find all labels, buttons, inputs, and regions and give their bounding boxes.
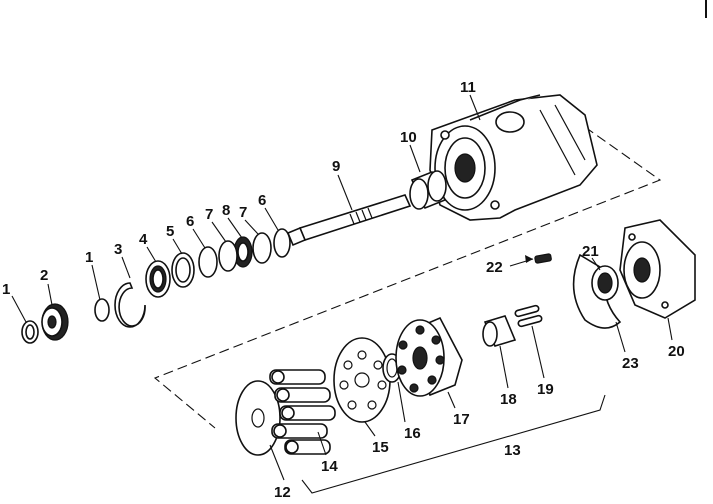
part-2-gear — [41, 303, 69, 341]
part-19-pins — [514, 304, 543, 328]
callout-19: 19 — [537, 381, 554, 398]
callout-23: 23 — [622, 355, 639, 372]
callout-20: 20 — [668, 343, 685, 360]
part-22-key — [534, 253, 552, 264]
callout-7b: 7 — [239, 204, 247, 221]
assembly-group-outline — [153, 126, 662, 429]
callout-2: 2 — [40, 267, 48, 284]
callout-13: 13 — [504, 442, 521, 459]
part-9-shaft — [286, 194, 412, 247]
page-edge-mark — [705, 0, 707, 18]
callout-5: 5 — [166, 223, 174, 240]
part-14-pistons — [269, 369, 336, 455]
leader-lines — [11, 94, 673, 494]
callout-4: 4 — [139, 231, 148, 248]
callout-11: 11 — [460, 79, 476, 96]
part-5-ring-inner — [175, 257, 191, 283]
part-1-retaining-ring-a-inner — [25, 324, 35, 340]
part-ring-stack — [198, 228, 291, 278]
callout-1b: 1 — [85, 249, 93, 266]
arrowhead-22 — [525, 255, 533, 263]
part-10-bushing — [409, 170, 447, 210]
part-17-cylinder-block — [395, 316, 463, 397]
callout-21: 21 — [582, 243, 599, 260]
callout-18: 18 — [500, 391, 517, 408]
part-4-bearing — [145, 260, 171, 298]
callout-8: 8 — [222, 202, 230, 219]
callout-3: 3 — [114, 241, 122, 258]
part-21-bearing — [591, 265, 619, 301]
callout-7a: 7 — [205, 206, 213, 223]
part-15-retainer-plate — [333, 337, 391, 423]
callout-12: 12 — [274, 484, 291, 501]
part-11-housing — [429, 94, 598, 221]
part-18-bushing — [482, 315, 517, 347]
callout-1a: 1 — [2, 281, 10, 298]
callout-14: 14 — [321, 458, 338, 475]
callout-6b: 6 — [258, 192, 266, 209]
part-12-thrust-plate-hole — [251, 408, 265, 428]
callout-16: 16 — [404, 425, 421, 442]
part-3-snap-ring — [114, 282, 146, 328]
callout-17: 17 — [453, 411, 470, 428]
part-1-retaining-ring-b — [94, 298, 110, 322]
callout-22: 22 — [486, 259, 503, 276]
callout-6a: 6 — [186, 213, 194, 230]
callout-9: 9 — [332, 158, 340, 175]
part-20-end-cover — [619, 219, 696, 319]
callout-10: 10 — [400, 129, 417, 146]
callout-15: 15 — [372, 439, 389, 456]
part-12-thrust-plate — [235, 380, 281, 456]
